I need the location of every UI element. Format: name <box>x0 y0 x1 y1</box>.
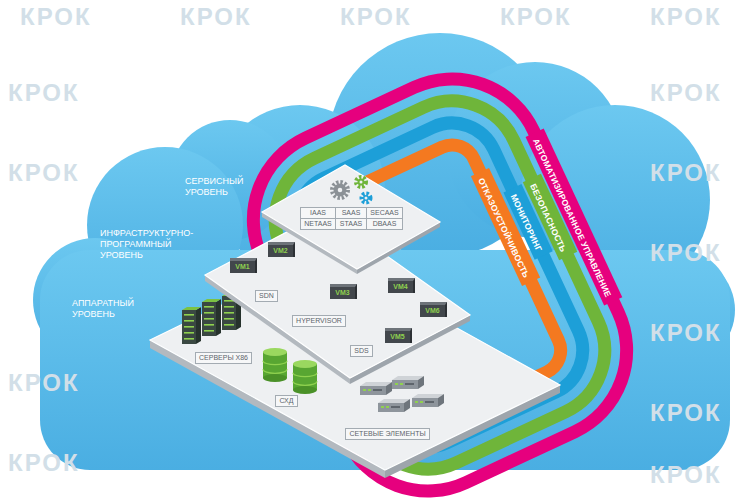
service-cell: SDN <box>255 290 278 302</box>
cell-label: СЕРВЕРЫ X86 <box>196 354 251 362</box>
vm-box: VM3 <box>330 284 357 299</box>
layer-label: ИНФРАСТРУКТУРНО- ПРОГРАММНЫЙ УРОВЕНЬ <box>100 228 210 261</box>
watermark: КРОК <box>20 4 92 30</box>
watermark: КРОК <box>650 160 722 186</box>
service-cell: NETAAS <box>300 218 336 230</box>
watermark: КРОК <box>650 320 722 346</box>
vm-box: VM5 <box>385 328 412 343</box>
cell-label: SDS <box>351 347 372 355</box>
vm-label: VM6 <box>420 307 445 315</box>
service-cell: STAAS <box>335 218 367 230</box>
watermark: КРОК <box>650 80 722 106</box>
watermark: КРОК <box>650 4 722 30</box>
watermark: КРОК <box>8 450 80 476</box>
watermark: КРОК <box>8 160 80 186</box>
watermark: КРОК <box>650 462 722 488</box>
service-cell: HYPERVISOR <box>292 315 346 327</box>
vm-label: VM4 <box>388 283 413 291</box>
cell-label: STAAS <box>336 220 366 228</box>
watermark: КРОК <box>180 4 252 30</box>
cell-label: IAAS <box>301 209 335 217</box>
service-cell: DBAAS <box>366 218 403 230</box>
cell-label: SECAAS <box>367 209 402 217</box>
cell-label: NETAAS <box>301 220 335 228</box>
layer-plate: СЕРВИСНЫЙ УРОВЕНЬ IAAS NETAASSAAS STAASSECA… <box>185 160 445 278</box>
layer-label: СЕРВИСНЫЙ УРОВЕНЬ <box>185 176 265 198</box>
vm-box: VM1 <box>230 258 257 273</box>
cell-label: SDN <box>256 292 277 300</box>
cell-label: СХД <box>276 397 297 405</box>
vm-label: VM5 <box>385 333 410 341</box>
vm-label: VM3 <box>330 289 355 297</box>
layer-label: АППАРАТНЫЙ УРОВЕНЬ <box>72 298 152 320</box>
cell-label: DBAAS <box>367 220 402 228</box>
cell-label: СЕТЕВЫЕ ЭЛЕМЕНТЫ <box>346 430 429 438</box>
vm-box: VM6 <box>420 302 447 317</box>
vm-box: VM4 <box>388 278 415 293</box>
watermark: КРОК <box>8 80 80 106</box>
vm-label: VM1 <box>230 263 255 271</box>
service-cell: СХД <box>275 395 298 407</box>
watermark: КРОК <box>650 400 722 426</box>
cell-label: SAAS <box>336 209 366 217</box>
vm-label: VM2 <box>268 247 293 255</box>
service-cell: СЕТЕВЫЕ ЭЛЕМЕНТЫ <box>345 428 430 440</box>
watermark: КРОК <box>340 4 412 30</box>
vm-box: VM2 <box>268 242 295 257</box>
watermark: КРОК <box>8 370 80 396</box>
cell-label: HYPERVISOR <box>293 317 345 325</box>
service-cell: SDS <box>350 345 373 357</box>
watermark: КРОК <box>500 4 572 30</box>
watermark: КРОК <box>650 240 722 266</box>
service-cell: СЕРВЕРЫ X86 <box>195 352 252 364</box>
